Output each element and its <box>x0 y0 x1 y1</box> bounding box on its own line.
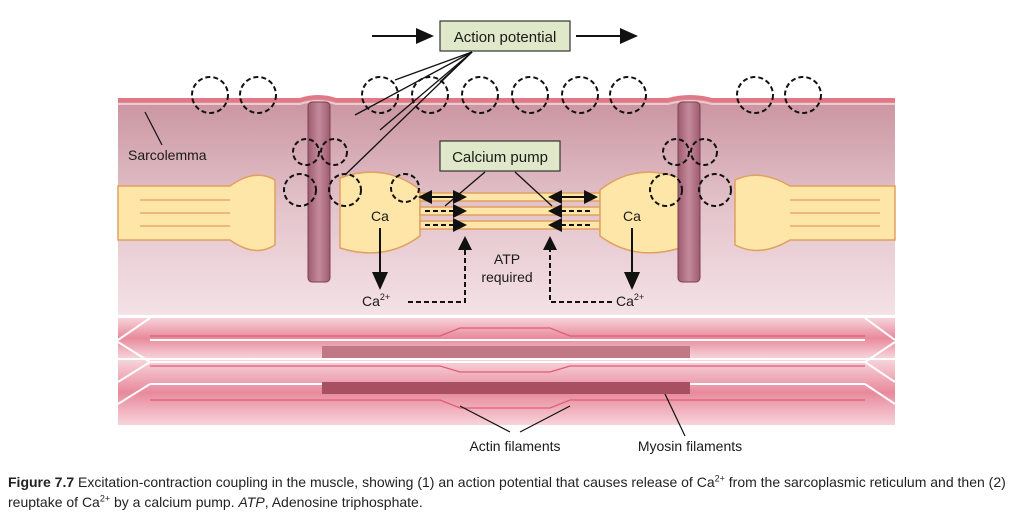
figure-caption: Figure 7.7 Excitation-contraction coupli… <box>8 472 1018 512</box>
caption-sup-1: 2+ <box>714 473 725 484</box>
caption-sup-2: 2+ <box>99 493 111 504</box>
myosin-bar-top <box>322 346 690 358</box>
myosin-bar-bottom <box>322 382 690 394</box>
reuptake-paths <box>408 236 612 303</box>
caption-text-1: Excitation-contraction coupling in the m… <box>74 474 715 490</box>
ca2-label-right: Ca2+ <box>616 292 644 309</box>
t-tubule-right <box>677 101 701 283</box>
myosin-label: Myosin filaments <box>638 438 742 454</box>
action-potential-box <box>439 20 571 52</box>
pump-arrows <box>418 190 598 232</box>
caption-atp: ATP <box>238 494 265 510</box>
actin-label: Actin filaments <box>469 438 560 454</box>
ca-label-left: Ca <box>371 208 389 224</box>
sarcolemma-membrane <box>118 95 895 102</box>
caption-text-4: , Adenosine triphosphate. <box>264 494 423 510</box>
ca2-label-left: Ca2+ <box>362 292 390 309</box>
atp-label: ATP <box>494 251 520 267</box>
action-potential-pointers <box>344 51 473 176</box>
current-loops <box>191 76 822 207</box>
calcium-pump-box <box>439 140 561 172</box>
myofibrils <box>117 317 896 425</box>
ca-label-right: Ca <box>623 208 641 224</box>
required-label: required <box>481 269 532 285</box>
caption-text-2: from the sarcoplasmic reticulum and then… <box>8 474 1006 510</box>
figure-number: Figure 7.7 <box>8 474 75 490</box>
action-potential-label: Action potential <box>454 29 557 46</box>
calcium-pump-label: Calcium pump <box>452 149 548 166</box>
t-tubule-left <box>307 101 331 283</box>
caption-text-3: by a calcium pump. <box>110 494 239 510</box>
excitation-contraction-diagram: Action potential Calcium pump Ca Ca Ca2+… <box>117 20 896 454</box>
sarcolemma-label: Sarcolemma <box>128 147 207 163</box>
